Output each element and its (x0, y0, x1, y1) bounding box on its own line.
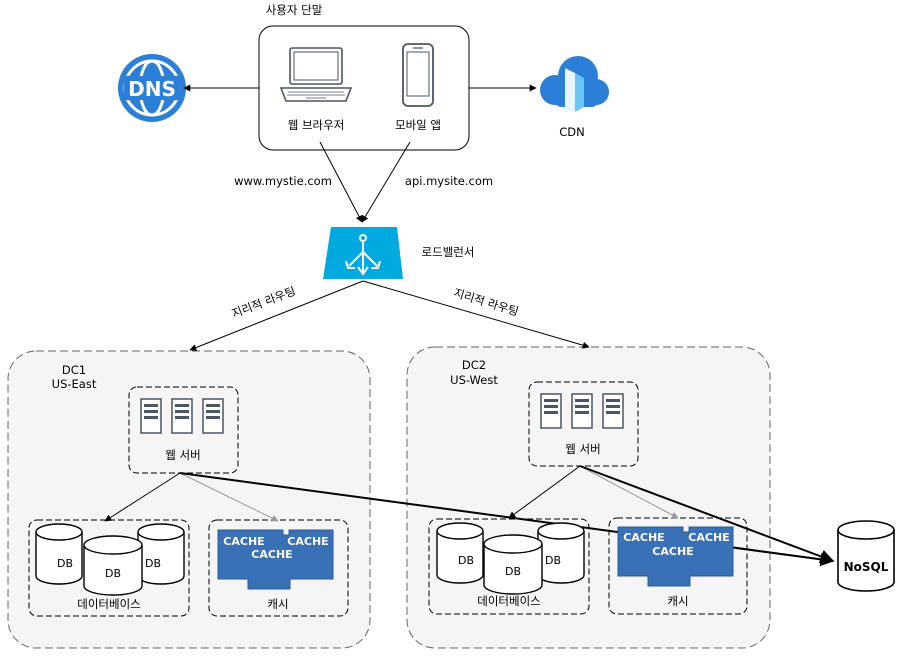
web-browser-label: 웹 브라우저 (288, 118, 345, 132)
dc2-web-server-label: 웹 서버 (565, 442, 600, 456)
dc2-web-server-box (528, 381, 639, 467)
edge-mobile-to-lb (361, 141, 411, 223)
dc2-db-cylinder-center (483, 534, 543, 595)
edge-dc2-web-to-db (508, 465, 581, 519)
dns-icon: DNS (118, 54, 186, 122)
dc1-cache-label-center: CACHE (251, 548, 292, 561)
www-link-label: www.mystie.com (234, 174, 332, 188)
dc1-cache-label-right: CACHE (287, 535, 328, 548)
dc1-container (7, 350, 371, 649)
api-link-label: api.mysite.com (405, 174, 493, 188)
dc1-database-label: 데이터베이스 (77, 597, 140, 611)
dc1-db-cylinder-left (35, 523, 83, 585)
dc2-name: DC2 (462, 358, 486, 372)
dc2-cache-label-left: CACHE (623, 531, 664, 544)
dc2-database-box (428, 518, 590, 615)
dc1-db-label-center: DB (105, 567, 121, 580)
dc2-database-label: 데이터베이스 (477, 594, 540, 608)
dc2-cache-box (608, 517, 748, 615)
dc2-db-cylinder-right (537, 522, 585, 584)
mobile-phone-icon (402, 43, 434, 107)
geo-routing-left-label: 지리적 라우팅 (230, 284, 298, 321)
dc1-cache-caption: 캐시 (267, 597, 288, 611)
dc1-region: US-East (52, 377, 97, 391)
edge-dc2-web-to-nosql (579, 465, 835, 564)
dc1-name: DC1 (62, 363, 86, 377)
dc2-cache-icon (617, 526, 734, 587)
dc1-db-cylinder-center (83, 535, 143, 596)
load-balancer-icon (323, 227, 403, 279)
dc1-db-label-left: DB (57, 557, 73, 570)
nosql-cylinder-icon (837, 520, 895, 592)
geo-routing-right-label: 지리적 라우팅 (452, 286, 520, 319)
dc2-cache-label-right: CACHE (688, 531, 729, 544)
dc2-container (406, 346, 771, 649)
load-balancer-label: 로드밸런서 (422, 245, 475, 259)
cdn-cloud-icon (540, 56, 609, 112)
edge-dc2-web-to-cache (579, 465, 679, 519)
edge-browser-to-lb (319, 141, 363, 223)
laptop-icon (279, 47, 353, 102)
dc2-db-label-center: DB (505, 565, 521, 578)
dc2-db-cylinder-left (436, 522, 484, 584)
dc1-db-label-right: DB (145, 557, 161, 570)
dc1-web-server-label: 웹 서버 (165, 448, 200, 462)
dc2-cache-caption: 캐시 (667, 594, 688, 608)
edge-dc1-web-to-db (104, 472, 181, 522)
dc2-server-rack-icon (540, 393, 624, 429)
dc1-server-rack-icon (140, 398, 224, 434)
edge-dc1-web-to-cache (179, 472, 279, 522)
dc1-cache-icon (217, 529, 334, 590)
mobile-app-label: 모바일 앱 (395, 118, 441, 132)
dc1-cache-label-left: CACHE (223, 535, 264, 548)
dc1-cache-box (208, 519, 349, 617)
dc2-db-label-right: DB (545, 554, 561, 567)
edge-lb-to-dc2 (362, 280, 590, 349)
dc1-db-cylinder-right (137, 523, 185, 585)
nosql-label: NoSQL (844, 560, 889, 574)
dc2-region: US-West (450, 373, 498, 387)
dc2-db-label-left: DB (458, 554, 474, 567)
edge-lb-to-dc1 (189, 280, 364, 351)
dc2-cache-label-center: CACHE (652, 545, 693, 558)
cdn-label: CDN (559, 125, 585, 139)
dns-icon-text: DNS (128, 77, 176, 101)
user-devices-title: 사용자 단말 (266, 3, 323, 17)
